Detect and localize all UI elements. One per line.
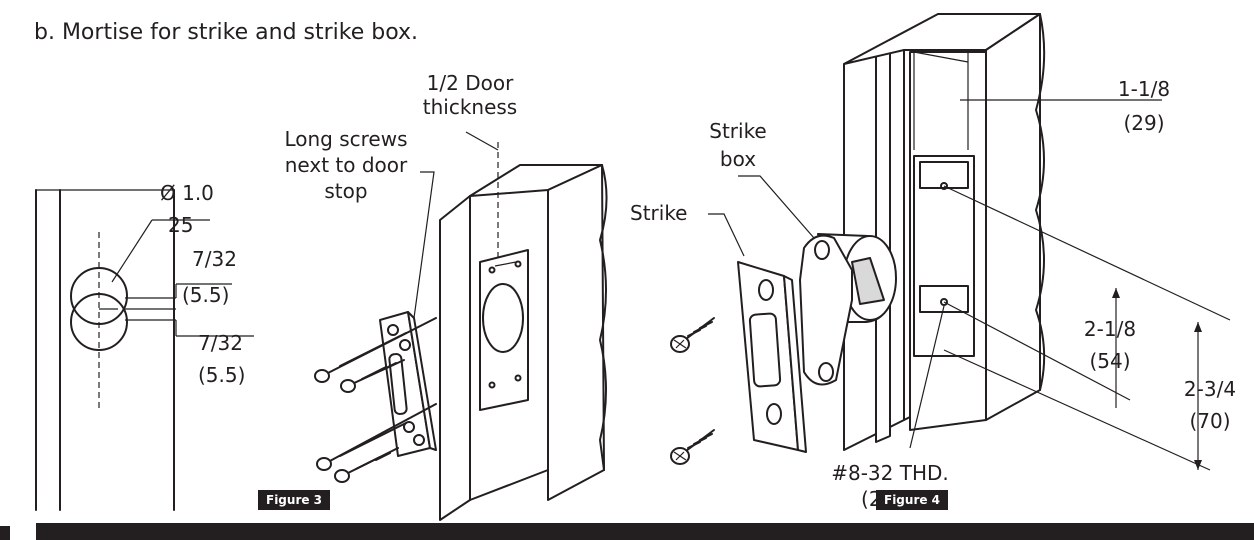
footer-bar xyxy=(36,523,1254,540)
figure3-drawing xyxy=(314,131,608,521)
section-heading: b. Mortise for strike and strike box. xyxy=(34,20,419,45)
strike-screw-bottom xyxy=(670,429,715,465)
strike-box-label-line1: Strike xyxy=(709,119,767,143)
bore-circle-lower xyxy=(70,293,128,351)
diameter-mm-label: 25 xyxy=(168,213,194,237)
figure3-tag: Figure 3 xyxy=(258,490,331,510)
bore-circle-upper xyxy=(70,267,128,325)
offset-bottom-mm: (5.5) xyxy=(198,363,246,387)
long-screws-label-line3: stop xyxy=(324,179,368,203)
screw-long-bottom xyxy=(316,403,437,471)
strike-screw-top xyxy=(670,317,715,353)
screw-short-bottom xyxy=(334,447,399,483)
diameter-label: Ø 1.0 xyxy=(160,181,214,205)
thread-label-line1: #8-32 THD. xyxy=(831,461,949,485)
box-height-mm: (70) xyxy=(1189,409,1231,433)
long-screws-label-line2: next to door xyxy=(284,153,408,177)
screw-short-top xyxy=(340,359,405,393)
half-door-label-line2: thickness xyxy=(422,95,518,119)
depth-dim-inch: 1-1/8 xyxy=(1117,77,1171,101)
strike-box-label-line2: box xyxy=(719,147,757,171)
strike-label: Strike xyxy=(630,201,688,225)
figure4-drawing xyxy=(670,13,1231,471)
offset-top-inch: 7/32 xyxy=(192,247,237,271)
strike-box xyxy=(799,233,897,386)
screw-long-top xyxy=(314,317,437,383)
offset-bottom-inch: 7/32 xyxy=(198,331,243,355)
offset-top-mm: (5.5) xyxy=(182,283,230,307)
hole-spacing-mm: (54) xyxy=(1089,349,1131,373)
footer-bar-stub xyxy=(0,526,10,540)
half-door-label-line1: 1/2 Door xyxy=(426,71,514,95)
depth-dim-mm: (29) xyxy=(1123,111,1165,135)
hole-spacing-inch: 2-1/8 xyxy=(1083,317,1137,341)
box-height-inch: 2-3/4 xyxy=(1183,377,1237,401)
long-screws-label-line1: Long screws xyxy=(284,127,408,151)
door-edge-detail xyxy=(35,189,254,511)
strike-plate xyxy=(737,261,807,453)
figure4-tag: Figure 4 xyxy=(876,490,949,510)
